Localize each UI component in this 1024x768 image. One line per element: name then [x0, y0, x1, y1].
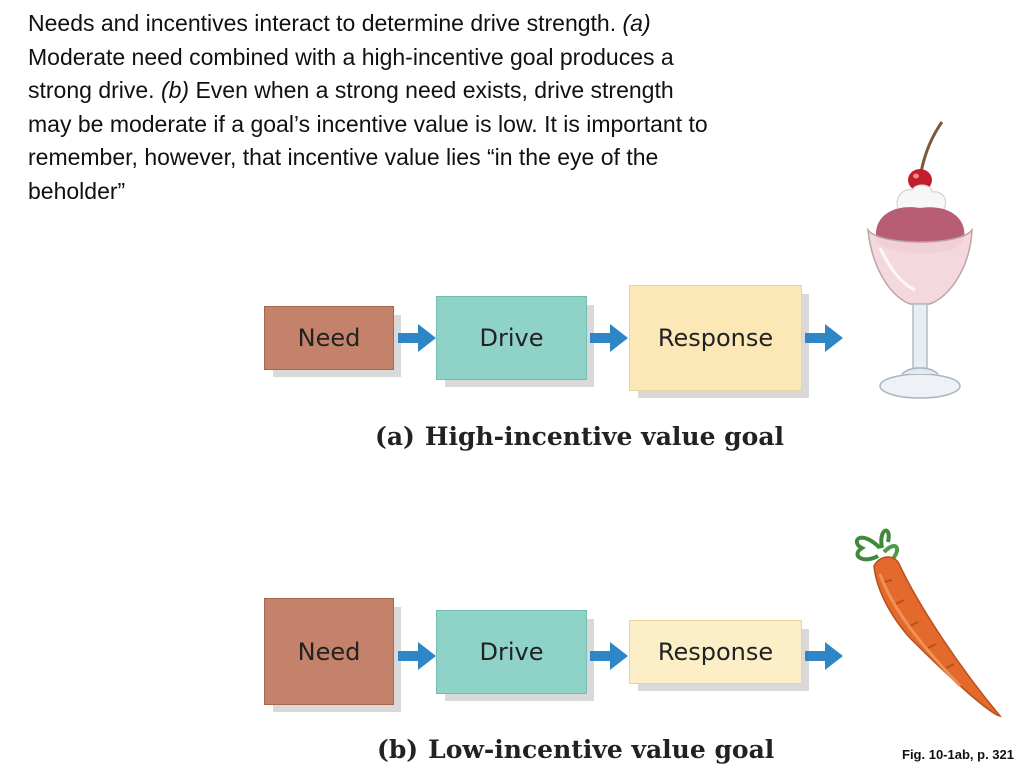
arrow-icon — [398, 642, 436, 670]
ice-cream-sundae-icon — [866, 121, 973, 399]
panel-tag-b: (b) — [377, 735, 419, 764]
response-box-b: Response — [629, 620, 809, 691]
panel-tag-a: (a) — [375, 422, 415, 451]
caption-text-2: Moderate need combined with a high-incen… — [28, 43, 674, 104]
drive-box-b: Drive — [436, 610, 594, 701]
caption-text-1: Needs and incentives interact to determi… — [28, 10, 623, 36]
carrot-icon — [854, 528, 1002, 718]
response-box-a: Response — [629, 285, 809, 398]
caption-tag-b: (b) — [160, 77, 190, 103]
arrow-icon — [805, 324, 843, 352]
need-box-a: Need — [264, 306, 401, 377]
panel-label-a: (a) High-incentive value goal — [375, 422, 784, 451]
figure-reference: Fig. 10-1ab, p. 321 — [902, 747, 1014, 762]
panel-label-b: (b) Low-incentive value goal — [377, 735, 774, 764]
need-box-b: Need — [264, 598, 401, 712]
figure-caption: Needs and incentives interact to determi… — [28, 7, 718, 208]
arrow-icon — [805, 642, 843, 670]
panel-title-a: High-incentive value goal — [424, 422, 785, 451]
arrow-icon — [590, 324, 628, 352]
panel-title-b: Low-incentive value goal — [428, 735, 775, 764]
arrow-icon — [590, 642, 628, 670]
drive-box-a: Drive — [436, 296, 594, 387]
arrow-icon — [398, 324, 436, 352]
caption-tag-a: (a) — [622, 10, 651, 36]
caption-text-3: Even when a strong need exists, drive st… — [28, 77, 708, 204]
